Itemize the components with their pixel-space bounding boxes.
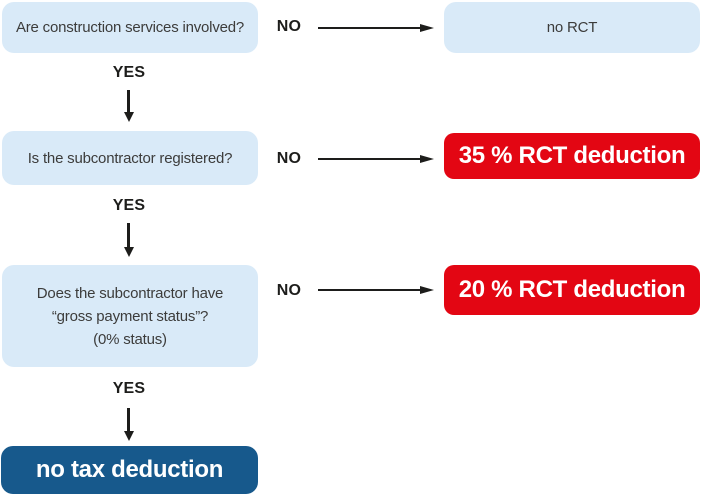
arrow-right-icon-3 <box>318 289 420 291</box>
decision-gross-line-3: (0% status) <box>93 330 167 348</box>
arrow-right-icon-2 <box>318 158 420 160</box>
arrow-down-icon-2 <box>127 223 130 247</box>
decision-gross-line-1: Does the subcontractor have <box>36 284 224 302</box>
decision-box-construction-services: Are construction services involved? <box>2 2 258 53</box>
outcome-box-35-rct-deduction: 35 % RCT deduction <box>444 133 700 179</box>
no-label-2: NO <box>276 150 302 167</box>
outcome-20-text: 20 % RCT deduction <box>458 276 686 303</box>
decision-gross-line-2: “gross payment status”? <box>51 307 209 325</box>
decision-box-subcontractor-registered: Is the subcontractor registered? <box>2 131 258 185</box>
arrow-down-icon-3 <box>127 408 130 431</box>
outcome-box-20-rct-deduction: 20 % RCT deduction <box>444 265 700 315</box>
no-label-3: NO <box>276 282 302 299</box>
yes-label-2: YES <box>112 197 146 214</box>
decision-box-gross-payment-status: Does the subcontractor have “gross payme… <box>2 265 258 367</box>
outcome-no-rct-text: no RCT <box>546 19 598 36</box>
decision-construction-text: Are construction services involved? <box>15 19 245 36</box>
outcome-35-text: 35 % RCT deduction <box>458 142 686 169</box>
arrow-right-icon-1 <box>318 27 420 29</box>
yes-label-3: YES <box>112 380 146 397</box>
decision-registered-text: Is the subcontractor registered? <box>27 149 233 167</box>
outcome-box-no-rct: no RCT <box>444 2 700 53</box>
no-label-1: NO <box>276 18 302 35</box>
yes-label-1: YES <box>112 64 146 81</box>
arrow-down-icon-1 <box>127 90 130 112</box>
outcome-no-tax-text: no tax deduction <box>35 456 224 483</box>
outcome-box-no-tax-deduction: no tax deduction <box>1 446 258 494</box>
